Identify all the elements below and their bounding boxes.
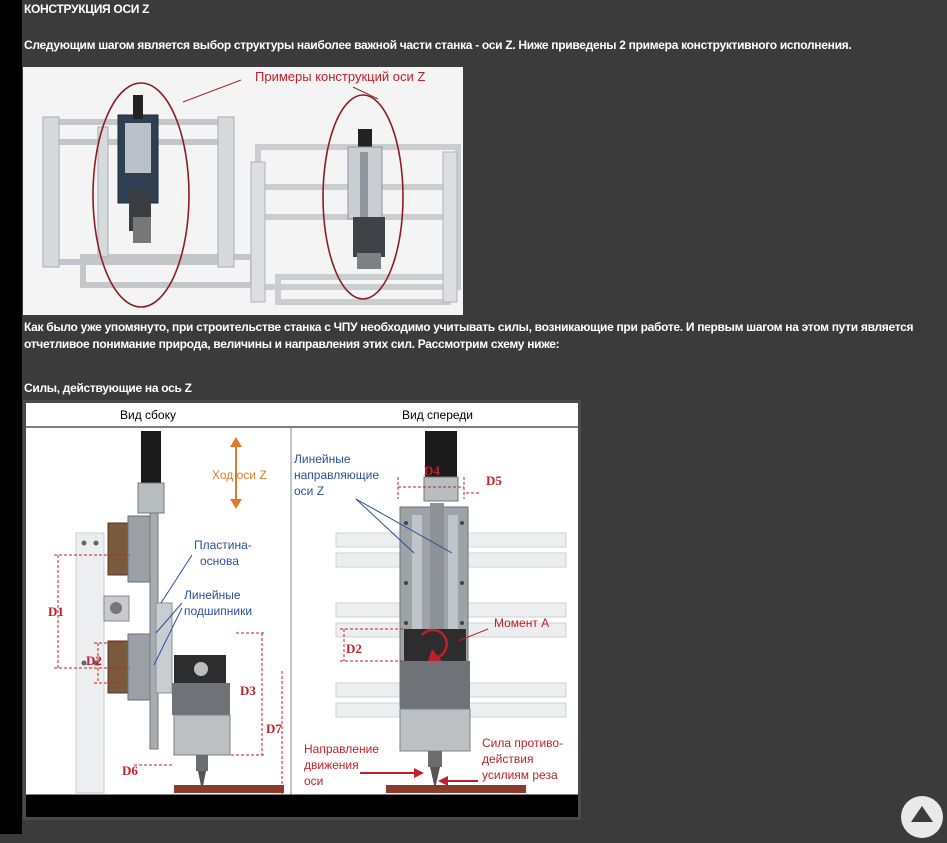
moment-label: Момент А <box>494 616 549 630</box>
force-label-2: действия <box>482 752 533 766</box>
forces-paragraph: Как было уже упомянуто, при строительств… <box>24 320 914 351</box>
side-view-title: Вид сбоку <box>120 408 176 422</box>
dim-d2-front: D2 <box>346 641 362 656</box>
z-axis-forces-diagram: Вид сбоку Вид спереди <box>26 408 578 796</box>
figure-bottom-bar <box>26 795 578 817</box>
dim-d3: D3 <box>240 683 256 698</box>
force-label-3: усилиям реза <box>482 768 558 782</box>
left-strip <box>0 0 22 834</box>
bearings-label-2: подшипники <box>184 604 252 618</box>
travel-label: Ход оси Z <box>212 468 267 482</box>
dim-d7: D7 <box>266 721 282 736</box>
base-plate-label-1: Пластина- <box>194 538 252 552</box>
dim-d2: D2 <box>86 653 102 668</box>
guides-label-2: направляющие <box>294 468 379 482</box>
figure1-caption: Примеры конструкций оси Z <box>255 69 425 84</box>
chevron-up-icon <box>911 806 933 822</box>
front-view-title: Вид спереди <box>402 408 473 422</box>
guides-label-3: оси Z <box>294 484 324 498</box>
scroll-to-top-button[interactable] <box>901 796 943 838</box>
bearings-label-1: Линейные <box>184 588 241 602</box>
forces-heading: Силы, действующие на ось Z <box>24 381 192 395</box>
dim-d4: D4 <box>424 463 440 478</box>
base-plate-label-2: основа <box>200 554 239 568</box>
dim-d5: D5 <box>486 473 502 488</box>
intro-paragraph: Следующим шагом является выбор структуры… <box>24 38 852 52</box>
force-label-1: Сила противо- <box>482 736 563 750</box>
direction-label-2: движения <box>304 758 359 772</box>
section-heading: КОНСТРУКЦИЯ ОСИ Z <box>24 2 150 16</box>
z-axis-forces-figure: Вид сбоку Вид спереди <box>23 400 581 820</box>
dim-d6: D6 <box>122 763 138 778</box>
direction-label-3: оси <box>304 774 323 788</box>
direction-label-1: Направление <box>304 742 379 756</box>
guides-label-1: Линейные <box>294 452 351 466</box>
z-axis-examples-drawing: Примеры конструкций оси Z <box>42 69 461 308</box>
dim-d1: D1 <box>48 604 64 619</box>
z-axis-examples-figure: Примеры конструкций оси Z <box>23 67 463 315</box>
